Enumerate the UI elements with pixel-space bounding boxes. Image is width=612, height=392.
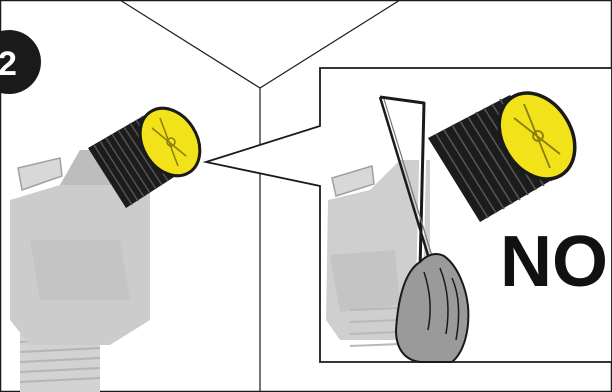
no-label: NO xyxy=(500,222,608,302)
step-number: 2 xyxy=(0,45,17,83)
